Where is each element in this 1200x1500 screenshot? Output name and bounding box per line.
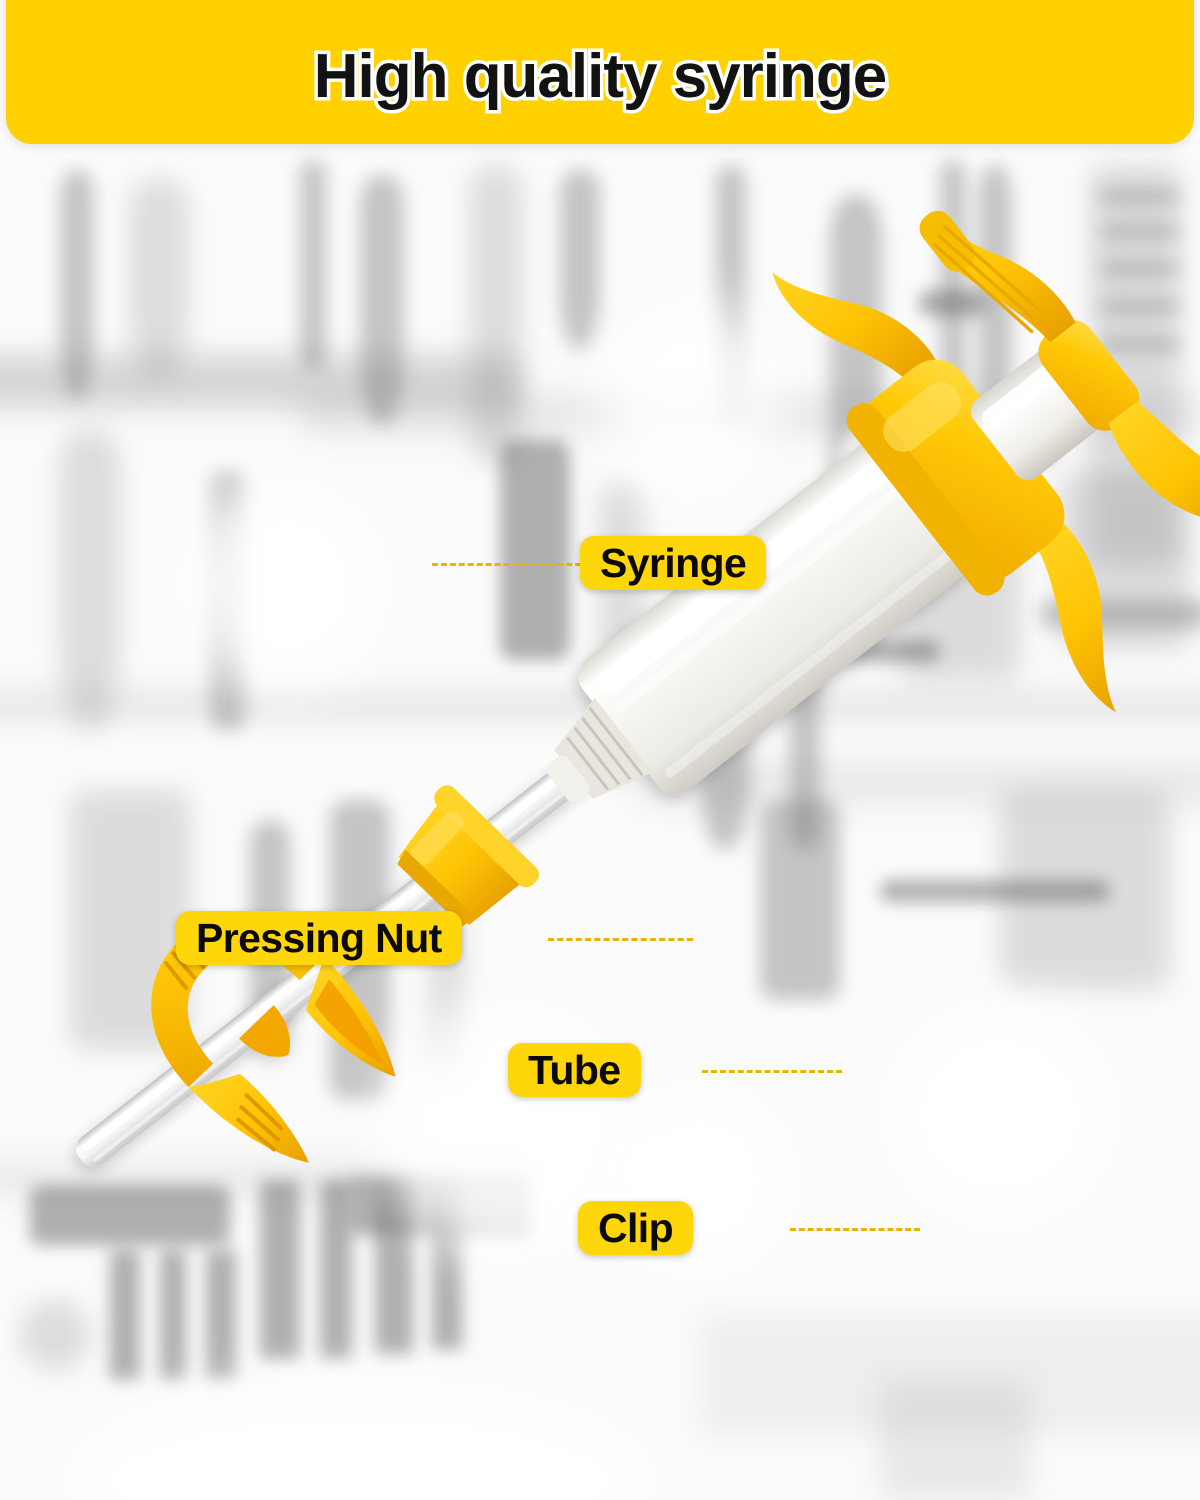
background-tool [300,160,326,370]
background-tool [60,430,120,730]
background-band [700,1315,1200,1435]
callout-pressing-nut[interactable]: Pressing Nut [176,911,462,965]
background-tool [206,1250,236,1380]
background-tool [130,180,188,380]
background-tool [1100,225,1180,238]
callout-label-clip: Clip [598,1204,674,1251]
background-tool [160,1250,186,1380]
background-tool [1060,470,1190,650]
callout-syringe[interactable]: Syringe [580,536,767,590]
background-highlight [600,300,780,500]
leader-line-syringe [432,563,590,566]
background-tool [260,1180,300,1360]
background-tool [60,170,94,400]
background-highlight [180,480,390,690]
background-band [880,1380,1030,1500]
callout-tube[interactable]: Tube [508,1043,641,1097]
background-tool [20,1300,90,1370]
background-band [0,355,520,409]
background-tool [360,175,404,425]
background-highlight [880,1000,1120,1230]
background-tool [320,1180,352,1360]
callout-clip[interactable]: Clip [578,1201,694,1255]
background-tool [1100,338,1180,351]
background-tool [470,165,522,465]
background-tool [70,790,190,1050]
background-tool [1100,300,1180,313]
background-tool [760,800,840,1000]
background-tool [880,880,1110,902]
background-tool [955,415,1055,461]
background-tool [700,600,750,850]
background-tool [500,440,570,660]
leader-line-pressing-nut [548,938,693,941]
callout-label-syringe: Syringe [600,539,747,586]
leader-line-clip [790,1228,920,1231]
callout-label-tube: Tube [528,1046,621,1093]
title-banner: High quality syringe [6,0,1194,144]
leader-line-tube [702,1070,842,1073]
callout-label-pressing-nut: Pressing Nut [196,914,442,961]
background-tool [110,1250,140,1380]
page-title: High quality syringe [310,42,891,111]
background-tool [30,1185,230,1245]
background-tool [1100,262,1180,275]
background-tool [836,430,884,522]
background-tool [1100,190,1180,203]
background-tool [620,640,940,662]
background-tool [560,170,600,350]
background-tool [600,480,644,780]
